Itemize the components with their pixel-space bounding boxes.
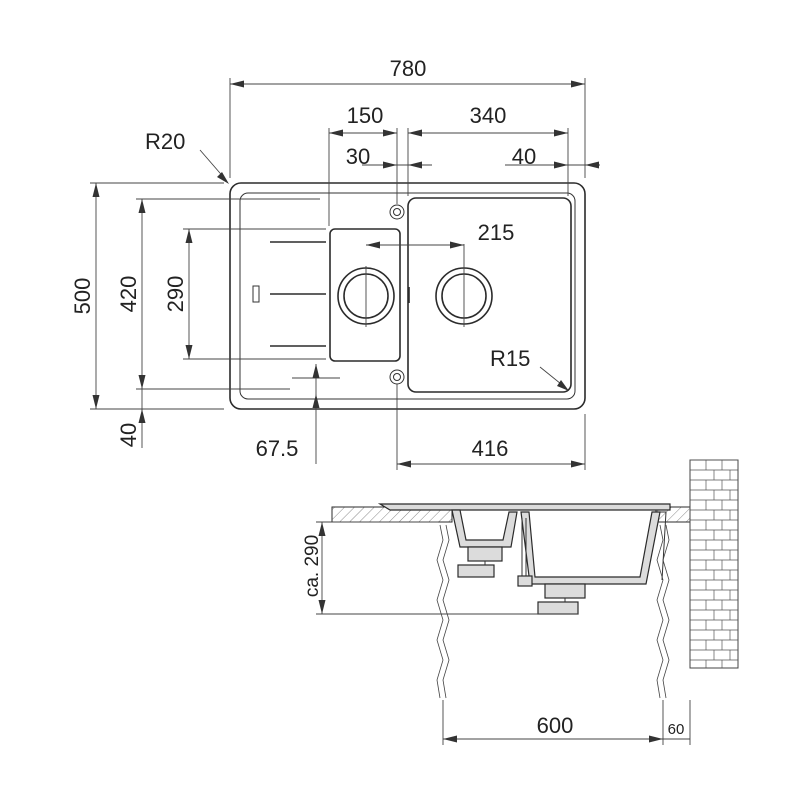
dim-right-rim: 40 [512, 144, 536, 169]
dim-overall-depth: 500 [70, 278, 95, 315]
sink-inner-rim [239, 192, 576, 400]
dim-wall-gap: 60 [668, 721, 685, 738]
dim-main-bowl-offset: 416 [472, 436, 509, 461]
arrow-head [92, 395, 100, 409]
dim-cabinet-width: 600 [537, 713, 574, 738]
arrow-head [554, 161, 568, 169]
tap-hole-bottom-inner [393, 373, 401, 381]
side-view: ca. 290 600 60 [302, 459, 739, 745]
dim-inner-depth: 420 [116, 276, 141, 313]
main-bowl-section [520, 511, 661, 585]
dim-drainer-width: 150 [347, 103, 384, 128]
arrow-head [443, 735, 457, 743]
arrow-head [450, 241, 464, 249]
arrow-head [312, 364, 320, 378]
arrow-head [571, 80, 585, 88]
small-bowl [329, 228, 401, 362]
cabinet-wall-left [436, 524, 444, 699]
small-bowl-section [451, 509, 518, 548]
dim-bowl-height: ca. 290 [302, 535, 323, 597]
arrow-head [571, 460, 585, 468]
arrow-head [408, 161, 422, 169]
dim-bowl-gap: 30 [346, 144, 370, 169]
arrow-head [185, 229, 193, 243]
tap-hole-bottom [389, 369, 405, 385]
arrow-head [329, 129, 343, 137]
dim-bowl-radius: R15 [490, 346, 530, 371]
arrow-head [554, 129, 568, 137]
arrow-head [318, 522, 326, 536]
arrow-head [557, 380, 569, 391]
main-bowl [407, 197, 572, 393]
arrow-head [312, 394, 320, 408]
dim-waste-spacing: 215 [478, 220, 515, 245]
arrow-head [318, 600, 326, 614]
arrow-head [366, 241, 380, 249]
tap-hole-top-inner [393, 208, 401, 216]
brick-wall [689, 459, 739, 669]
arrow-head [585, 161, 599, 169]
arrow-head [649, 735, 663, 743]
brick-pattern [690, 459, 738, 668]
arrow-head [138, 199, 146, 213]
dim-front-rim: 40 [116, 423, 141, 447]
main-waste-trap [537, 601, 579, 615]
arrow-head [230, 80, 244, 88]
dim-drainer-offset: 67.5 [256, 436, 299, 461]
arrow-head [217, 172, 229, 184]
arrow-head [383, 129, 397, 137]
arrow-head [397, 460, 411, 468]
overflow-slot [252, 285, 260, 303]
small-waste-body [467, 546, 503, 562]
cabinet-wall-left-inner [442, 524, 450, 699]
arrow-head [138, 375, 146, 389]
cabinet-wall-right [656, 524, 664, 699]
small-waste-trap [457, 564, 495, 578]
main-bowl-sidewall [660, 511, 667, 581]
arrow-head [185, 345, 193, 359]
dim-bowl-depth: 290 [163, 276, 188, 313]
arrow-head [383, 161, 397, 169]
dim-main-bowl-width: 340 [470, 103, 507, 128]
arrow-head [138, 409, 146, 423]
top-view: 780 150 340 30 40 R20 215 [70, 56, 600, 470]
cabinet-wall-right-inner [662, 524, 670, 699]
dim-outer-radius: R20 [145, 129, 185, 154]
sink-outline [229, 182, 586, 410]
main-waste-body [544, 583, 586, 599]
sink-flange [377, 503, 671, 511]
arrow-head [92, 183, 100, 197]
overflow-connector [517, 575, 533, 587]
arrow-head [408, 129, 422, 137]
dim-overall-width: 780 [390, 56, 427, 81]
overflow-tube [521, 518, 527, 584]
tap-hole-top [389, 204, 405, 220]
